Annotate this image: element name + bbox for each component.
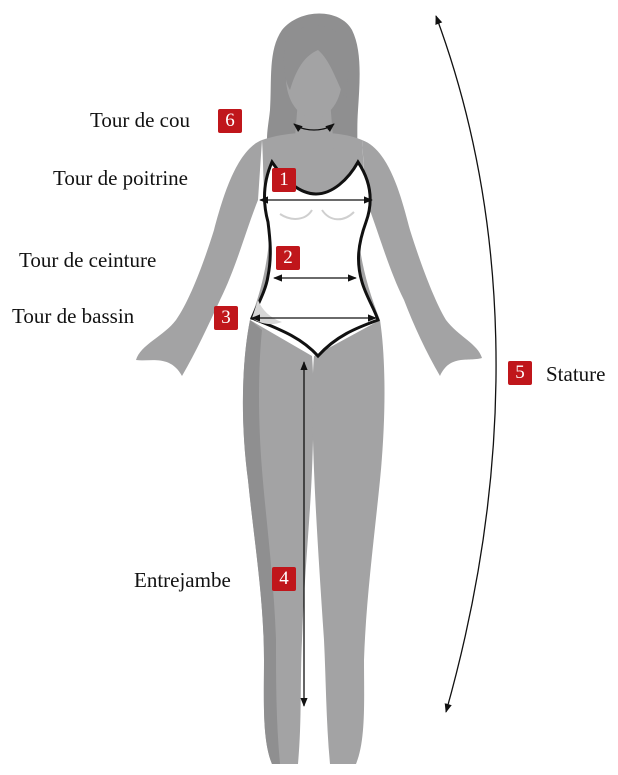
badge-neck: 6 [218, 109, 242, 133]
badge-chest: 1 [272, 168, 296, 192]
label-hip: Tour de bassin [12, 304, 134, 328]
label-height: Stature [546, 362, 605, 386]
badge-height: 5 [508, 361, 532, 385]
badge-hip: 3 [214, 306, 238, 330]
label-inseam: Entrejambe [134, 568, 231, 592]
badge-waist: 2 [276, 246, 300, 270]
label-neck: Tour de cou [90, 108, 190, 132]
badge-inseam: 4 [272, 567, 296, 591]
label-waist: Tour de ceinture [19, 248, 156, 272]
right-leg [313, 320, 385, 764]
label-chest: Tour de poitrine [53, 166, 188, 190]
